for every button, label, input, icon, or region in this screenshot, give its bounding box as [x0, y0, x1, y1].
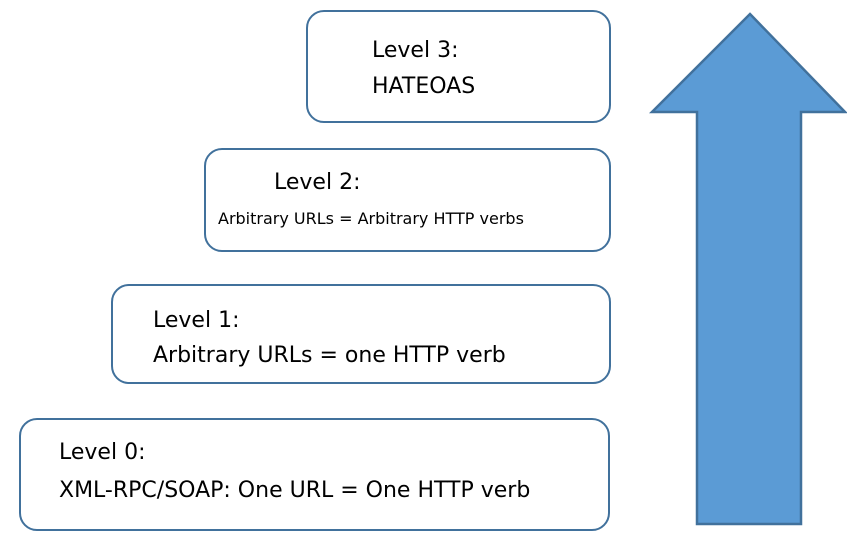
level-0-description: XML-RPC/SOAP: One URL = One HTTP verb	[59, 478, 531, 503]
level-3-box: Level 3: HATEOAS	[306, 10, 611, 123]
level-0-box: Level 0: XML-RPC/SOAP: One URL = One HTT…	[19, 418, 610, 531]
level-1-title: Level 1:	[153, 308, 240, 333]
level-3-title: Level 3:	[372, 38, 459, 63]
level-3-description: HATEOAS	[372, 74, 476, 99]
level-2-title: Level 2:	[274, 170, 361, 195]
level-2-box: Level 2: Arbitrary URLs = Arbitrary HTTP…	[204, 148, 611, 252]
level-1-box: Level 1: Arbitrary URLs = one HTTP verb	[111, 284, 611, 384]
up-arrow-shape	[648, 12, 847, 526]
level-1-description: Arbitrary URLs = one HTTP verb	[153, 343, 506, 368]
level-0-title: Level 0:	[59, 440, 146, 465]
level-2-description: Arbitrary URLs = Arbitrary HTTP verbs	[218, 209, 524, 228]
